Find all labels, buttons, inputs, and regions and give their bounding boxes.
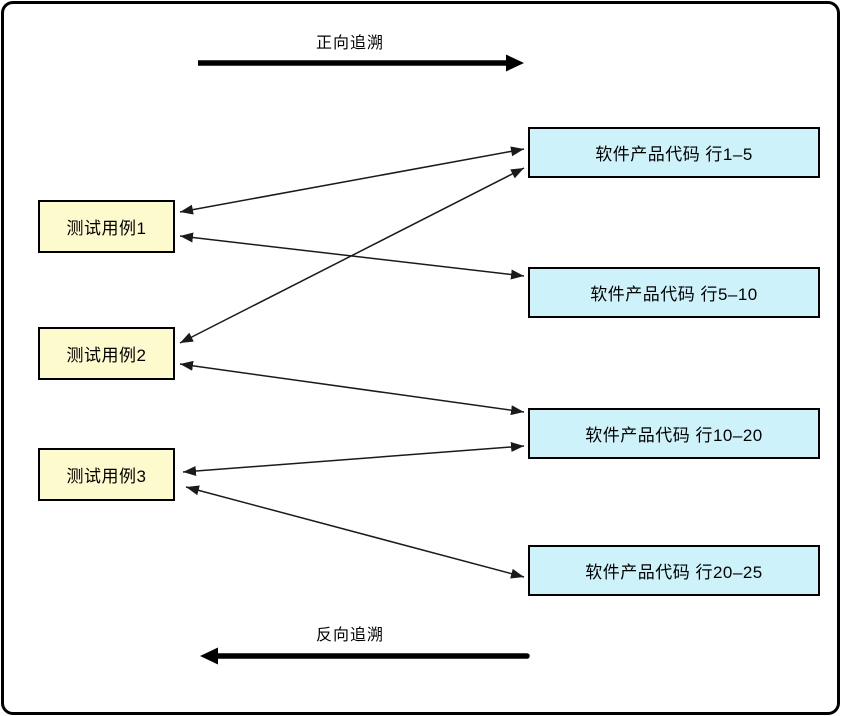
forward-trace-label: 正向追溯 [315,35,384,52]
forward-trace-arrow [198,54,524,72]
connector-tc2-code1_5 [179,167,525,344]
node-test-case-3[interactable]: 测试用例3 [38,448,175,501]
node-test-case-1[interactable]: 测试用例1 [38,200,175,253]
connector-tc3-code10_20 [182,442,525,476]
node-code-lines-5-10[interactable]: 软件产品代码 行5–10 [528,267,820,318]
connector-tc3-code20_25 [185,485,525,579]
node-code-lines-10-20[interactable]: 软件产品代码 行10–20 [528,408,820,459]
backward-trace-arrow [200,647,530,665]
backward-trace-label: 反向追溯 [315,627,384,644]
node-code-lines-1-5[interactable]: 软件产品代码 行1–5 [528,127,820,178]
node-test-case-2[interactable]: 测试用例2 [38,327,175,380]
node-code-lines-20-25[interactable]: 软件产品代码 行20–25 [528,545,820,596]
connector-tc2-code10_20 [179,360,525,416]
